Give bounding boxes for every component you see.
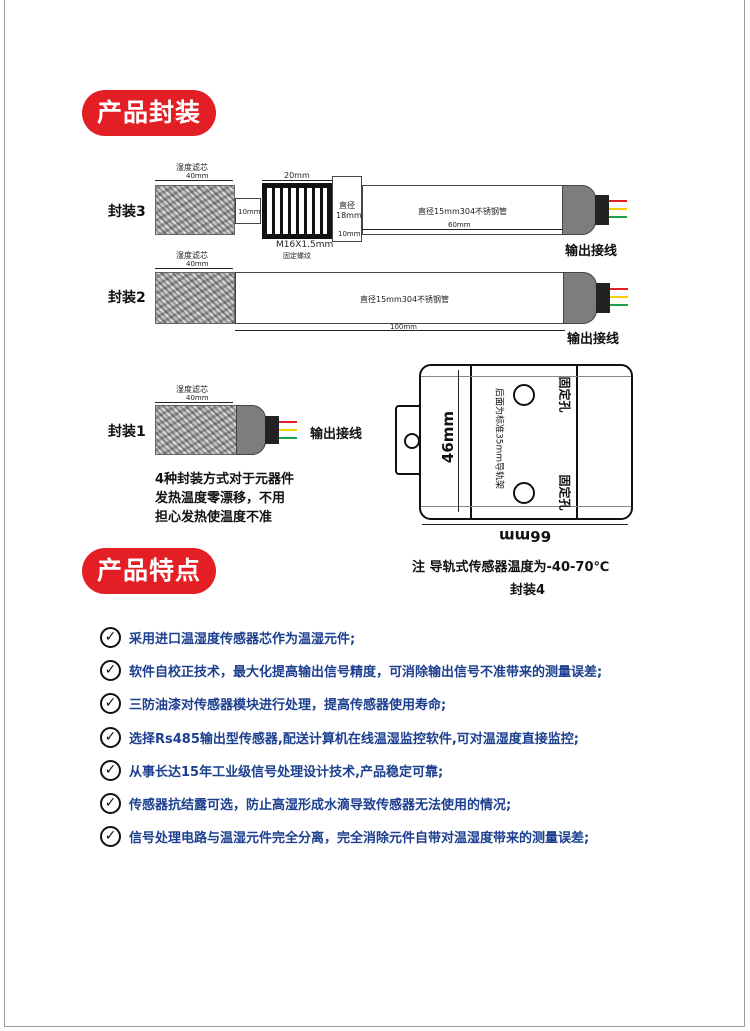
pkg-note-line1: 4种封装方式对于元器件 — [155, 472, 295, 487]
feature-item: ✓ 采用进口温湿度传感器芯作为温湿元件; — [100, 625, 355, 649]
feature-item: ✓ 信号处理电路与温湿元件完全分离，完全消除元件自带对温湿度带来的测量误差; — [100, 824, 589, 848]
pkg1-filter-dim-line — [155, 402, 233, 403]
pkg4-housing-left-divider — [470, 366, 472, 518]
pkg-note-line3: 担心发热使温度不准 — [155, 510, 273, 525]
feature-text: 从事长达15年工业级信号处理设计技术,产品稳定可靠; — [129, 764, 444, 780]
pkg3-label: 封装3 — [108, 204, 146, 220]
checkmark-icon: ✓ — [100, 626, 121, 648]
checkmark-icon: ✓ — [100, 726, 121, 748]
pkg1-output-label: 输出接线 — [310, 427, 363, 442]
pkg4-height-dim-line — [458, 370, 459, 512]
feature-item: ✓ 三防油漆对传感器模块进行处理，提高传感器使用寿命; — [100, 691, 446, 715]
pkg3-wire-yellow — [609, 208, 627, 210]
pkg3-thread-note: 固定螺纹 — [283, 252, 311, 260]
packaging-section-title: 产品封装 — [82, 90, 216, 136]
pkg3-dia-value: 18mm — [336, 211, 362, 220]
pkg3-inner-neck — [235, 198, 261, 224]
pkg1-filter-width: 40mm — [186, 394, 209, 402]
feature-text: 选择Rs485输出型传感器,配送计算机在线温湿监控软件,可对温湿度直接监控; — [129, 731, 579, 747]
pkg3-end-cap — [562, 185, 596, 235]
pkg4-housing-right-divider — [576, 366, 578, 518]
checkmark-icon: ✓ — [100, 692, 121, 714]
feature-item: ✓ 传感器抗结露可选，防止高湿形成水滴导致传感器无法使用的情况; — [100, 791, 511, 815]
checkmark-icon: ✓ — [100, 759, 121, 781]
pkg2-end-cap — [563, 272, 597, 324]
pkg2-filter-label: 湿度滤芯 — [176, 251, 208, 260]
pkg3-filter-width: 40mm — [186, 172, 209, 180]
pkg1-filter-label: 湿度滤芯 — [176, 385, 208, 394]
feature-item: ✓ 从事长达15年工业级信号处理设计技术,产品稳定可靠; — [100, 758, 443, 782]
feature-text: 三防油漆对传感器模块进行处理，提高传感器使用寿命; — [129, 697, 447, 713]
pkg3-wire-green — [609, 216, 627, 218]
pkg2-wire-green — [610, 304, 628, 306]
pkg2-steel-tube — [235, 272, 565, 324]
pkg3-tube-dim-line — [362, 229, 564, 230]
pkg1-wire-red — [279, 421, 297, 423]
pkg4-hole-bottom-label: 固定孔 — [557, 474, 572, 511]
pkg3-collar — [332, 176, 362, 242]
pkg2-humidity-filter — [155, 272, 235, 324]
feature-item: ✓ 软件自校正技术，最大化提高输出信号精度，可消除输出信号不准带来的测量误差; — [100, 658, 602, 682]
pkg2-label: 封装2 — [108, 290, 146, 306]
page-frame — [4, 0, 745, 1027]
pkg2-tube-text: 直径15mm304不锈钢管 — [360, 295, 450, 304]
pkg2-tube-dim-line — [235, 330, 565, 331]
pkg-note-line2: 发热温度零漂移，不用 — [155, 491, 286, 506]
pkg4-width-dim: 66mm — [498, 527, 552, 545]
pkg3-output-label: 输出接线 — [565, 244, 618, 259]
pkg3-plug — [595, 195, 609, 225]
pkg1-wire-yellow — [279, 429, 297, 431]
pkg4-housing-top-band — [421, 376, 631, 377]
pkg1-humidity-filter — [155, 405, 237, 455]
pkg1-wire-green — [279, 437, 297, 439]
pkg3-thread-block — [262, 183, 332, 239]
pkg3-tube-text: 直径15mm304不锈钢管 — [418, 207, 508, 216]
pkg3-filter-label: 湿度滤芯 — [176, 163, 208, 172]
pkg3-dia-label: 直径 — [339, 201, 355, 210]
pkg2-filter-dim-line — [155, 268, 233, 269]
pkg3-thread-dim-line — [262, 180, 332, 181]
pkg1-label: 封装1 — [108, 424, 146, 440]
pkg2-filter-width: 40mm — [186, 260, 209, 268]
pkg2-plug — [596, 283, 610, 313]
checkmark-icon: ✓ — [100, 825, 121, 847]
pkg4-width-dim-line — [422, 524, 628, 525]
pkg4-height-dim: 46mm — [439, 410, 457, 464]
pkg3-thread-spec: M16X1.5mm — [276, 240, 334, 250]
pkg3-tube-len: 60mm — [448, 221, 471, 229]
pkg3-dia-len: 10mm — [338, 230, 361, 238]
feature-text: 软件自校正技术，最大化提高输出信号精度，可消除输出信号不准带来的测量误差; — [129, 664, 603, 680]
feature-text: 传感器抗结露可选，防止高湿形成水滴导致传感器无法使用的情况; — [129, 797, 512, 813]
pkg3-humidity-filter — [155, 185, 235, 235]
pkg4-hole-top — [513, 384, 535, 406]
pkg4-label: 封装4 — [510, 583, 546, 598]
pkg1-plug — [265, 416, 279, 444]
pkg4-rail-text: 后面为标准35mm导轨架 — [493, 388, 504, 489]
pkg-note: 4种封装方式对于元器件 发热温度零漂移，不用 担心发热使温度不准 — [155, 470, 294, 527]
pkg4-note: 注 导轨式传感器温度为-40-70℃ — [412, 560, 610, 575]
feature-text: 信号处理电路与温湿元件完全分离，完全消除元件自带对温湿度带来的测量误差; — [129, 830, 590, 846]
pkg1-end-cap — [236, 405, 266, 455]
pkg4-hole-top-label: 固定孔 — [557, 376, 572, 413]
pkg4-housing-bottom-band — [421, 506, 631, 507]
pkg2-wire-red — [610, 288, 628, 290]
feature-text: 采用进口温湿度传感器芯作为温湿元件; — [129, 631, 356, 647]
checkmark-icon: ✓ — [100, 792, 121, 814]
pkg2-wire-yellow — [610, 296, 628, 298]
pkg2-tube-len: 100mm — [390, 323, 417, 331]
pkg3-filter-dim-line — [155, 180, 233, 181]
pkg3-inner-gap: 10mm — [238, 208, 261, 216]
pkg2-output-label: 输出接线 — [567, 332, 620, 347]
pkg3-thread-width: 20mm — [284, 171, 310, 180]
features-section-title: 产品特点 — [82, 548, 216, 594]
feature-item: ✓ 选择Rs485输出型传感器,配送计算机在线温湿监控软件,可对温湿度直接监控; — [100, 725, 579, 749]
checkmark-icon: ✓ — [100, 659, 121, 681]
pkg3-wire-red — [609, 200, 627, 202]
pkg4-hole-bottom — [513, 482, 535, 504]
